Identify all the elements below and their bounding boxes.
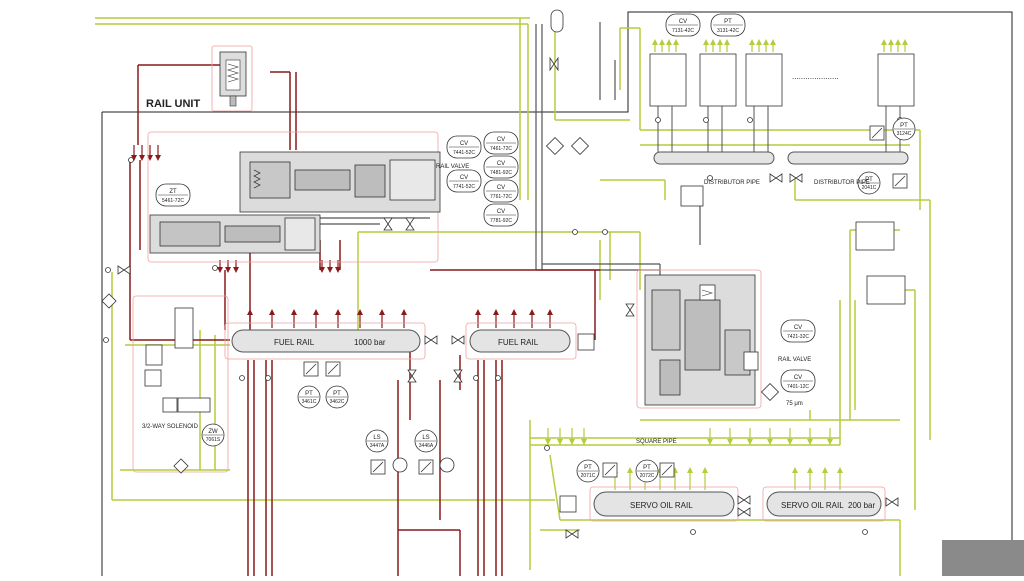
instrument-tag-pt: PT 3461C [297,385,321,409]
instrument-tag-cv: CV 7741-52C [446,169,482,193]
instrument-tag-number: 7421-32C [787,334,809,340]
instrument-tag-label: CV [460,175,468,181]
highlight-frames [132,45,886,522]
distributor-pipe-label-2: DISTRIBUTOR PIPE [814,180,870,186]
instrument-tag-cv: CV 7781-92C [483,203,519,227]
instrument-tag-number: 7401-12C [787,384,809,390]
instrument-tag-label: PT [643,465,651,471]
fuel-rail-outlets [247,309,553,328]
instrument-tag-label: PT [305,391,313,397]
servo-units [649,53,915,107]
instrument-tag-label: PT [584,465,592,471]
outer-frames [101,11,1013,576]
rail-valve-right [644,274,756,406]
instrument-tag-zw: ZW 7061S [201,423,225,447]
instrument-tag-label: CV [497,209,505,215]
distributor-pipe-label-1: DISTRIBUTOR PIPE [704,180,760,186]
distributor-pipes [653,151,909,165]
instrument-tag-label: LS [422,435,429,441]
instrument-tag-label: CV [497,161,505,167]
instrument-tag-zt: ZT 5461-72C [155,183,191,207]
instrument-tag-number: 7131-42C [672,28,694,34]
diagram-title: RAIL UNIT [146,98,200,110]
solenoid-label: 3/2-WAY SOLENOID [142,424,199,430]
instrument-tag-cv: CV 7441-52C [446,135,482,159]
instrument-tag-label: PT [333,391,341,397]
instrument-tag-cv: CV 7401-12C [780,369,816,393]
accumulator-icon [392,9,564,473]
square-pipe-label: SQUARE PIPE [636,439,677,445]
injector-icon [219,51,247,107]
instrument-tag-ls: LS 3447A [365,429,389,453]
instrument-tag-number: 7061S [206,437,221,443]
instrument-tag-number: 3462C [330,399,345,405]
instrument-tag-number: 2071C [581,473,596,479]
instrument-tag-label: PT [900,123,908,129]
instrument-tag-label: CV [794,375,802,381]
instrument-tag-pt: PT 3462C [325,385,349,409]
fuel-rail-label-2: FUEL RAIL [498,338,539,347]
fuel-rail-label-1: FUEL RAIL [274,338,315,347]
instrument-tag-number: 3446A [419,443,434,449]
instrument-tag-label: CV [679,19,687,25]
instrument-tag-pt: PT 2071C [576,459,600,483]
instrument-tag-pt: PT 2072C [635,459,659,483]
instrument-tag-number: 2041C [862,185,877,191]
instrument-tag-label: CV [460,141,468,147]
servo-oil-lines [95,17,931,576]
instrument-tag-number: 3124C [897,131,912,137]
instrument-tag-label: CV [497,185,505,191]
servo-oil-pressure: 200 bar [848,501,875,510]
instrument-tag-cv: CV 7761-72C [483,179,519,203]
instrument-tag-pt: PT 3131-42C [710,13,746,37]
instrument-tag-number: 7781-92C [490,218,512,224]
instrument-tag-cv: CV 7461-72C [483,131,519,155]
instrument-layer: CV 7131-42C PT 3131-42C ZT 5461-72C CV 7441-52C… [155,13,916,483]
instrument-tag-number: 3461C [302,399,317,405]
check-valve-icon [103,117,903,535]
instrument-tag-number: 3447A [370,443,385,449]
fuel-rail-pressure: 1000 bar [354,338,386,347]
pressure-switch-icon [303,125,908,478]
rail-valve-block [149,151,441,254]
solenoid-icon [144,185,906,513]
instrument-tag-number: 7741-52C [453,184,475,190]
servo-oil-rail-label-1: SERVO OIL RAIL [630,501,693,510]
corner-panel [942,540,1024,576]
instrument-tag-label: ZT [169,189,177,195]
instrument-tag-cv: CV 7421-32C [780,319,816,343]
instrument-tag-cv: CV 7131-42C [665,13,701,37]
servo-oil-outlets [545,39,908,490]
instrument-tag-number: 7441-52C [453,150,475,156]
instrument-tag-label: LS [373,435,380,441]
servo-unit-stems [657,106,901,158]
rail-valve-right-label: RAIL VALVE [778,357,811,363]
instrument-tag-label: CV [794,325,802,331]
instrument-tag-pt: PT 2041C [857,171,881,195]
instrument-tag-ls: LS 3446A [414,429,438,453]
instrument-tag-cv: CV 7481-92C [483,155,519,179]
rails [231,329,882,517]
instrument-tag-label: PT [865,177,873,183]
rail-valve-top-label: RAIL VALVE [436,164,469,170]
instrument-tag-pt: PT 3124C [892,117,916,141]
servo-oil-rail-label-2: SERVO OIL RAIL [781,501,844,510]
instrument-tag-number: 2072C [640,473,655,479]
instrument-tag-label: CV [497,137,505,143]
instrument-tag-label: PT [724,19,732,25]
instrument-tag-number: 5461-72C [162,198,184,204]
instrument-tag-number: 7481-92C [490,170,512,176]
filter-label: 75 μm [786,401,803,407]
instrument-tag-label: ZW [208,429,218,435]
continuation-dots: ..................... [792,72,839,81]
instrument-tag-number: 7461-72C [490,146,512,152]
instrument-tag-number: 3131-42C [717,28,739,34]
instrument-tag-number: 7761-72C [490,194,512,200]
fuel-lines [129,64,600,576]
valve-icon [117,56,899,539]
filter-icon [101,136,780,474]
